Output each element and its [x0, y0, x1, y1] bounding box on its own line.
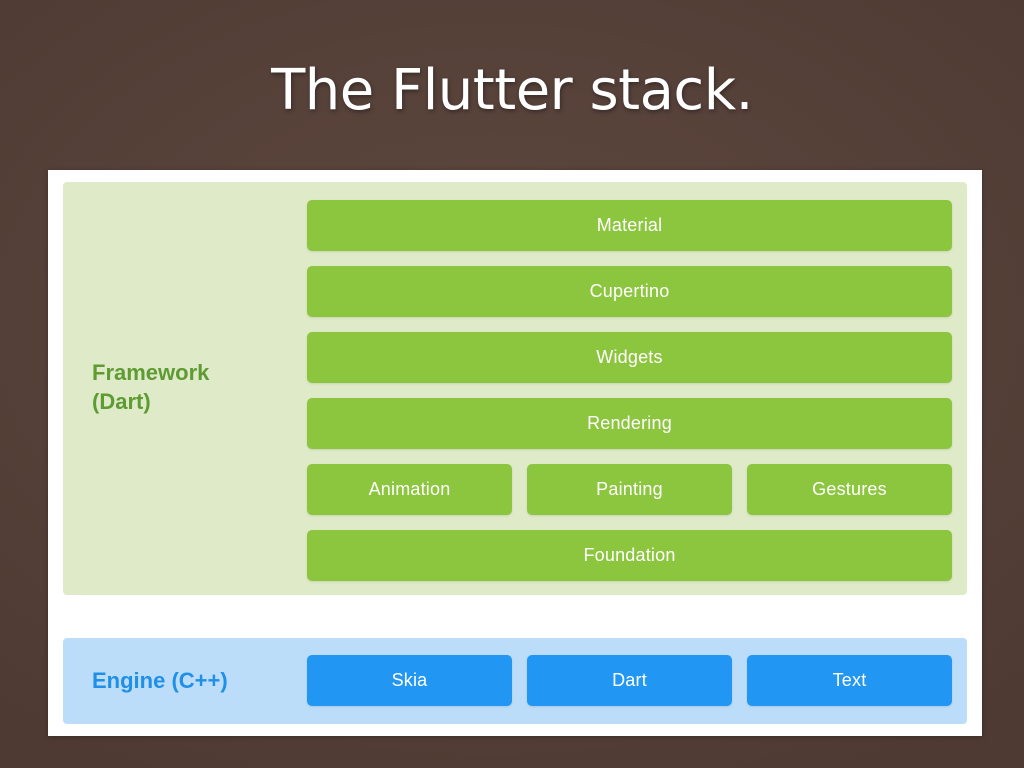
stack-block-skia[interactable]: Skia [307, 655, 512, 706]
stack-block-painting[interactable]: Painting [527, 464, 732, 515]
engine-row-skia-dart-text: Skia Dart Text [307, 655, 952, 706]
framework-row-foundation: Foundation [307, 530, 952, 581]
engine-layer-label: Engine (C++) [92, 668, 228, 693]
framework-row-material: Material [307, 200, 952, 251]
stack-block-material[interactable]: Material [307, 200, 952, 251]
framework-layer-label: Framework (Dart) [92, 360, 210, 414]
stack-block-dart[interactable]: Dart [527, 655, 732, 706]
framework-row-rendering: Rendering [307, 398, 952, 449]
stack-block-rendering[interactable]: Rendering [307, 398, 952, 449]
stack-block-animation[interactable]: Animation [307, 464, 512, 515]
framework-row-animation-painting-gestures: Animation Painting Gestures [307, 464, 952, 515]
stack-block-cupertino[interactable]: Cupertino [307, 266, 952, 317]
stack-diagram-card: Framework (Dart) Material Cupertino Widg… [48, 170, 982, 736]
framework-row-cupertino: Cupertino [307, 266, 952, 317]
framework-row-widgets: Widgets [307, 332, 952, 383]
stack-block-widgets[interactable]: Widgets [307, 332, 952, 383]
framework-layer-panel: Framework (Dart) Material Cupertino Widg… [63, 182, 967, 595]
engine-layer-panel: Engine (C++) Skia Dart Text [63, 638, 967, 724]
stack-block-foundation[interactable]: Foundation [307, 530, 952, 581]
stack-block-gestures[interactable]: Gestures [747, 464, 952, 515]
page-title: The Flutter stack. [271, 58, 753, 123]
stack-block-text[interactable]: Text [747, 655, 952, 706]
